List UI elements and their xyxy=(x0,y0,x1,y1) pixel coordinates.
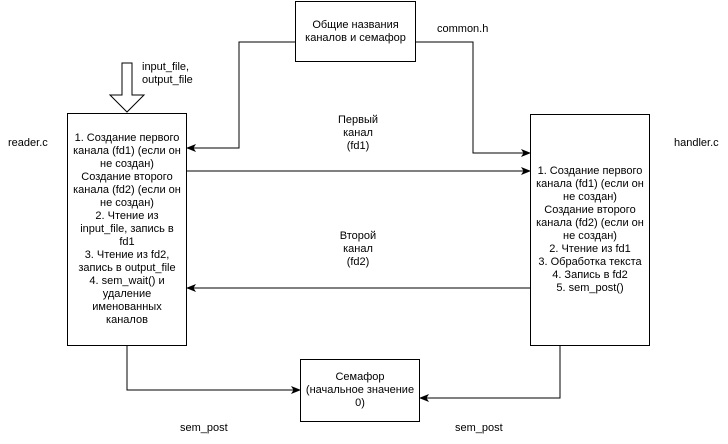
handler-steps-text: 1. Создание первого канала (fd1) (если о… xyxy=(536,165,644,294)
channel1-label: Первый канал (fd1) xyxy=(337,114,379,152)
reader-steps-text: 1. Создание первого канала (fd1) (если о… xyxy=(73,132,181,326)
sem-post-right-label: sem_post xyxy=(455,422,503,434)
sem-post-left-label: sem_post xyxy=(180,422,228,434)
semaphore-box: Семафор (начальное значение 0) xyxy=(300,359,420,422)
handler-c-label: handler.c xyxy=(674,137,719,149)
input-output-files-label: input_file, output_file xyxy=(142,61,193,86)
input-block-arrow xyxy=(108,62,146,113)
handler-process-box: 1. Создание первого канала (fd1) (если о… xyxy=(530,114,650,346)
common-names-box: Общие названия каналов и семафор xyxy=(295,1,416,62)
common-names-text: Общие названия каналов и семафор xyxy=(305,18,406,44)
common-h-label: common.h xyxy=(437,23,489,35)
reader-to-semaphore-connector xyxy=(126,346,301,394)
reader-process-box: 1. Создание первого канала (fd1) (если о… xyxy=(67,113,187,346)
handler-to-semaphore-connector xyxy=(419,346,561,402)
reader-c-label: reader.c xyxy=(8,137,48,149)
common-to-handler-connector xyxy=(416,41,531,157)
common-to-reader-connector xyxy=(186,41,295,152)
semaphore-text: Семафор (начальное значение 0) xyxy=(305,371,415,409)
channel2-label: Второй канал (fd2) xyxy=(339,230,377,268)
